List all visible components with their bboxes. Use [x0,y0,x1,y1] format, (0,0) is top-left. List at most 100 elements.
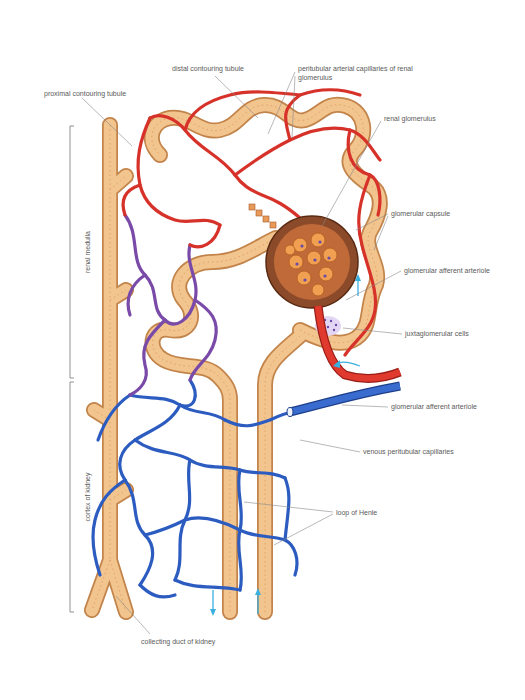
glomerular-capsule [285,233,337,296]
tubule [92,125,126,612]
arrow-head [333,360,340,368]
part-label: juxtaglomerular cells [405,329,469,338]
arrow-head [255,588,261,595]
glomerular-capsule [249,204,276,228]
arteriole [318,306,400,378]
part-label: peritubular arterial capillaries of rena… [298,64,418,82]
leader-line [116,596,150,634]
region-bracket [70,126,74,378]
flow-arrow [257,592,258,614]
juxtaglomerular-cells [327,326,329,328]
leader-line [346,271,401,300]
tubule-texture [152,105,380,343]
venous-capillaries [175,580,240,590]
arterial-capillaries [123,185,140,215]
part-label: renal glomerulus [384,114,436,123]
tubule-outline [92,125,126,612]
venous-capillaries [145,520,185,535]
glomerular-capsule [297,271,311,285]
glomerular-capsule [295,240,330,281]
part-label: collecting duct of kidney [141,637,215,646]
region-label: cortex of kidney [83,472,92,521]
region-label: renal medulla [83,231,92,273]
leader-line [292,76,295,138]
tubule-outline [92,105,380,612]
glomerular-capsule [249,204,358,308]
tubule [92,105,380,612]
venous-capillaries [285,478,289,540]
part-label: venous peritubular capillaries [363,447,454,456]
leader-line [244,502,333,512]
arterial-capillaries [185,92,300,130]
leader-line [374,216,388,250]
glomerular-capsule [311,233,325,247]
arteriole [287,306,400,417]
venous-capillaries [93,380,300,597]
venous-capillaries [98,395,130,440]
leader-line [342,405,388,407]
flow-arrow [213,278,360,614]
glomerular-capsule [300,244,303,247]
arteriole [318,306,400,378]
glomerular-capsule [266,216,358,308]
venous-capillaries [185,518,297,575]
venous-capillaries [120,405,180,480]
glomerular-capsule [274,224,350,300]
glomerular-capsule [323,248,337,262]
arterial-capillaries [150,116,235,175]
transition-capillaries [130,320,165,395]
glomerular-capsule [327,256,330,259]
arterial-capillaries [123,90,380,355]
glomerular-capsule [318,240,321,243]
leader-line [343,328,402,334]
glomerular-capsule [319,267,333,281]
leader-line [268,72,295,134]
glomerular-capsule [295,262,298,265]
glomerular-capsule [249,204,255,210]
tubule-texture [92,105,380,612]
flow-arrow [212,590,213,612]
arrow-head [355,274,361,281]
leader-line [82,98,132,146]
transition-capillaries [125,215,165,320]
leader-line [215,76,258,118]
juxtaglomerular-cells [335,324,337,326]
arrow-head [210,609,216,616]
tubule-texture [92,125,126,612]
part-label: proximal contouring tubule [44,89,126,98]
region-bracket [70,382,74,612]
arterial-capillaries [235,175,300,218]
venous-capillaries [140,585,175,597]
venous-capillaries [93,480,125,575]
arterial-capillaries [138,118,220,225]
transition-capillaries [190,300,216,380]
region-bracket [70,126,74,612]
glomerular-capsule [323,274,326,277]
glomerular-capsule [289,255,303,269]
juxtaglomerular-cells [330,320,332,322]
venous-capillaries [180,380,195,406]
part-label: glomerular afferent arteriole [391,402,477,411]
part-label: glomerular capsule [391,209,450,218]
glomerular-capsule [313,258,316,261]
glomerular-capsule [285,245,295,255]
leader-line [300,440,360,452]
arteriole [290,386,400,412]
transition-capillaries [165,245,196,324]
arteriole [287,408,293,417]
glomerular-capsule [263,216,269,222]
leader-line [274,514,333,545]
glomerular-capsule [312,284,324,296]
glomerular-capsule [270,222,276,228]
transition-capillaries [128,275,145,315]
glomerular-capsule [303,278,306,281]
juxtaglomerular-cells [333,329,335,331]
glomerular-capsule [307,251,321,265]
arteriole [290,386,400,412]
arrow-head [210,274,361,616]
glomerular-capsule [256,210,262,216]
venous-capillaries [135,440,285,478]
arterial-capillaries [348,130,380,215]
leader-line [322,121,381,226]
